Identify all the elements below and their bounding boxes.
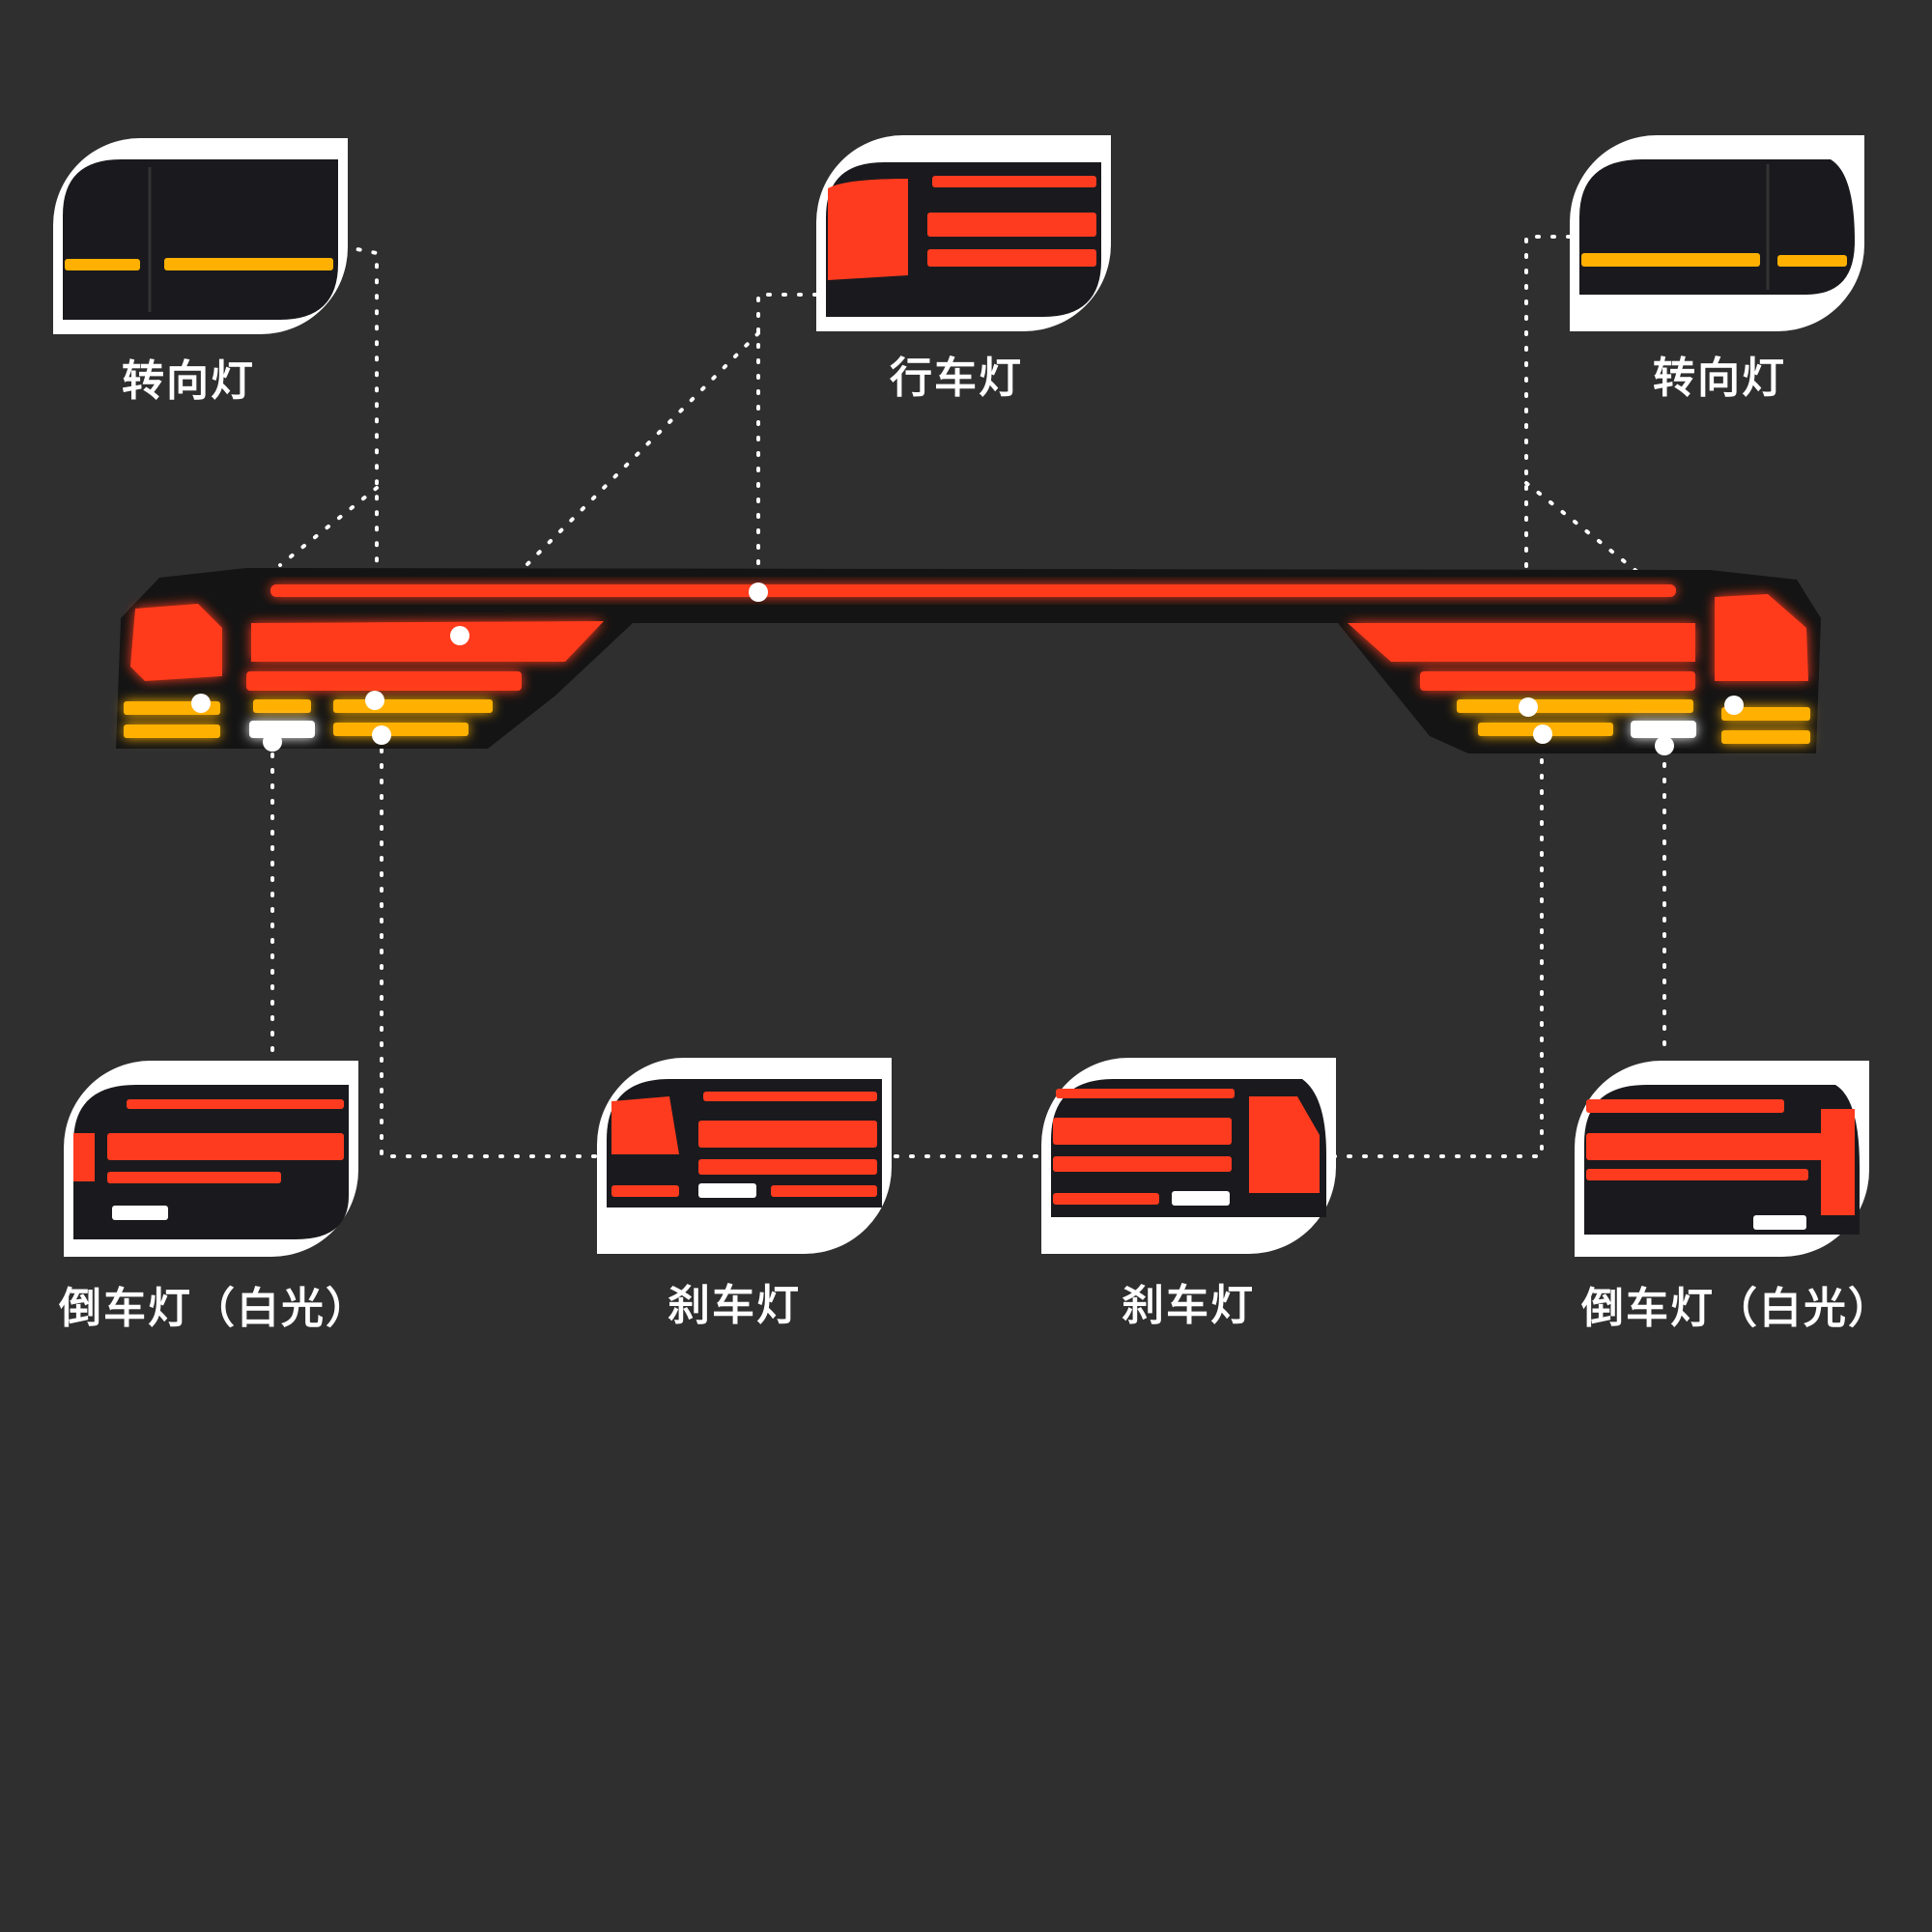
connector-running-vertical: [756, 293, 818, 591]
dot-left-brake: [372, 725, 391, 745]
connector-turn-left: [341, 244, 379, 702]
dot-running: [749, 582, 768, 602]
right-amber-strips: [1457, 699, 1810, 744]
left-inner-red-upper: [251, 621, 604, 662]
card-turn-right: [1570, 135, 1864, 331]
label-reverse-left: 倒车灯（白光）: [59, 1284, 370, 1333]
connector-turn-right: [1524, 235, 1572, 707]
dot-left-turn-outer: [191, 694, 211, 713]
right-reverse-light: [1631, 721, 1696, 738]
left-inner-amber-1: [333, 699, 493, 713]
label-brake-right: 刹车灯: [1122, 1281, 1255, 1330]
card-brake-right: [1041, 1058, 1336, 1254]
label-brake-left: 刹车灯: [668, 1281, 801, 1330]
left-turn-strip: [253, 699, 311, 713]
left-lamp: [130, 604, 604, 691]
connector-brake-left: [380, 732, 601, 1158]
right-inner-red-middle: [1420, 671, 1695, 691]
card-brake-left: [597, 1058, 892, 1254]
running-light-bar: [270, 584, 1676, 597]
card-running: [816, 135, 1111, 331]
left-inner-red-middle: [246, 671, 522, 691]
dot-right-turn-outer: [1724, 696, 1744, 715]
right-inner-red-upper: [1348, 623, 1695, 662]
left-inner-amber-2: [333, 723, 469, 736]
right-outer-red-block: [1715, 594, 1808, 681]
label-running: 行车灯: [890, 354, 1023, 403]
label-turn-left: 转向灯: [122, 356, 255, 406]
dot-right-reverse: [1655, 736, 1674, 755]
connector-turn-right-diag: [1524, 481, 1649, 582]
right-outer-amber-2: [1721, 730, 1810, 744]
dot-left-turn-inner: [365, 691, 384, 710]
card-turn-left: [53, 138, 348, 334]
right-inner-amber-1: [1457, 699, 1693, 713]
left-reverse-light: [249, 721, 315, 738]
card-reverse-right: [1575, 1061, 1869, 1257]
card-reverse-left: [64, 1061, 358, 1257]
label-turn-right: 转向灯: [1653, 354, 1786, 403]
dot-left-red: [450, 626, 469, 645]
left-outer-amber-2: [124, 724, 220, 738]
housing: [116, 568, 1821, 753]
dot-right-turn-inner: [1519, 697, 1538, 717]
right-outer-amber-1: [1721, 707, 1810, 721]
left-amber-strips: [124, 699, 493, 738]
label-reverse-right: 倒车灯（白光）: [1581, 1284, 1892, 1333]
connector-turn-left-diag: [278, 486, 379, 567]
right-lamp: [1348, 594, 1808, 691]
dot-right-brake: [1533, 724, 1552, 744]
dot-left-reverse: [263, 732, 282, 752]
left-outer-red-block: [130, 604, 222, 681]
